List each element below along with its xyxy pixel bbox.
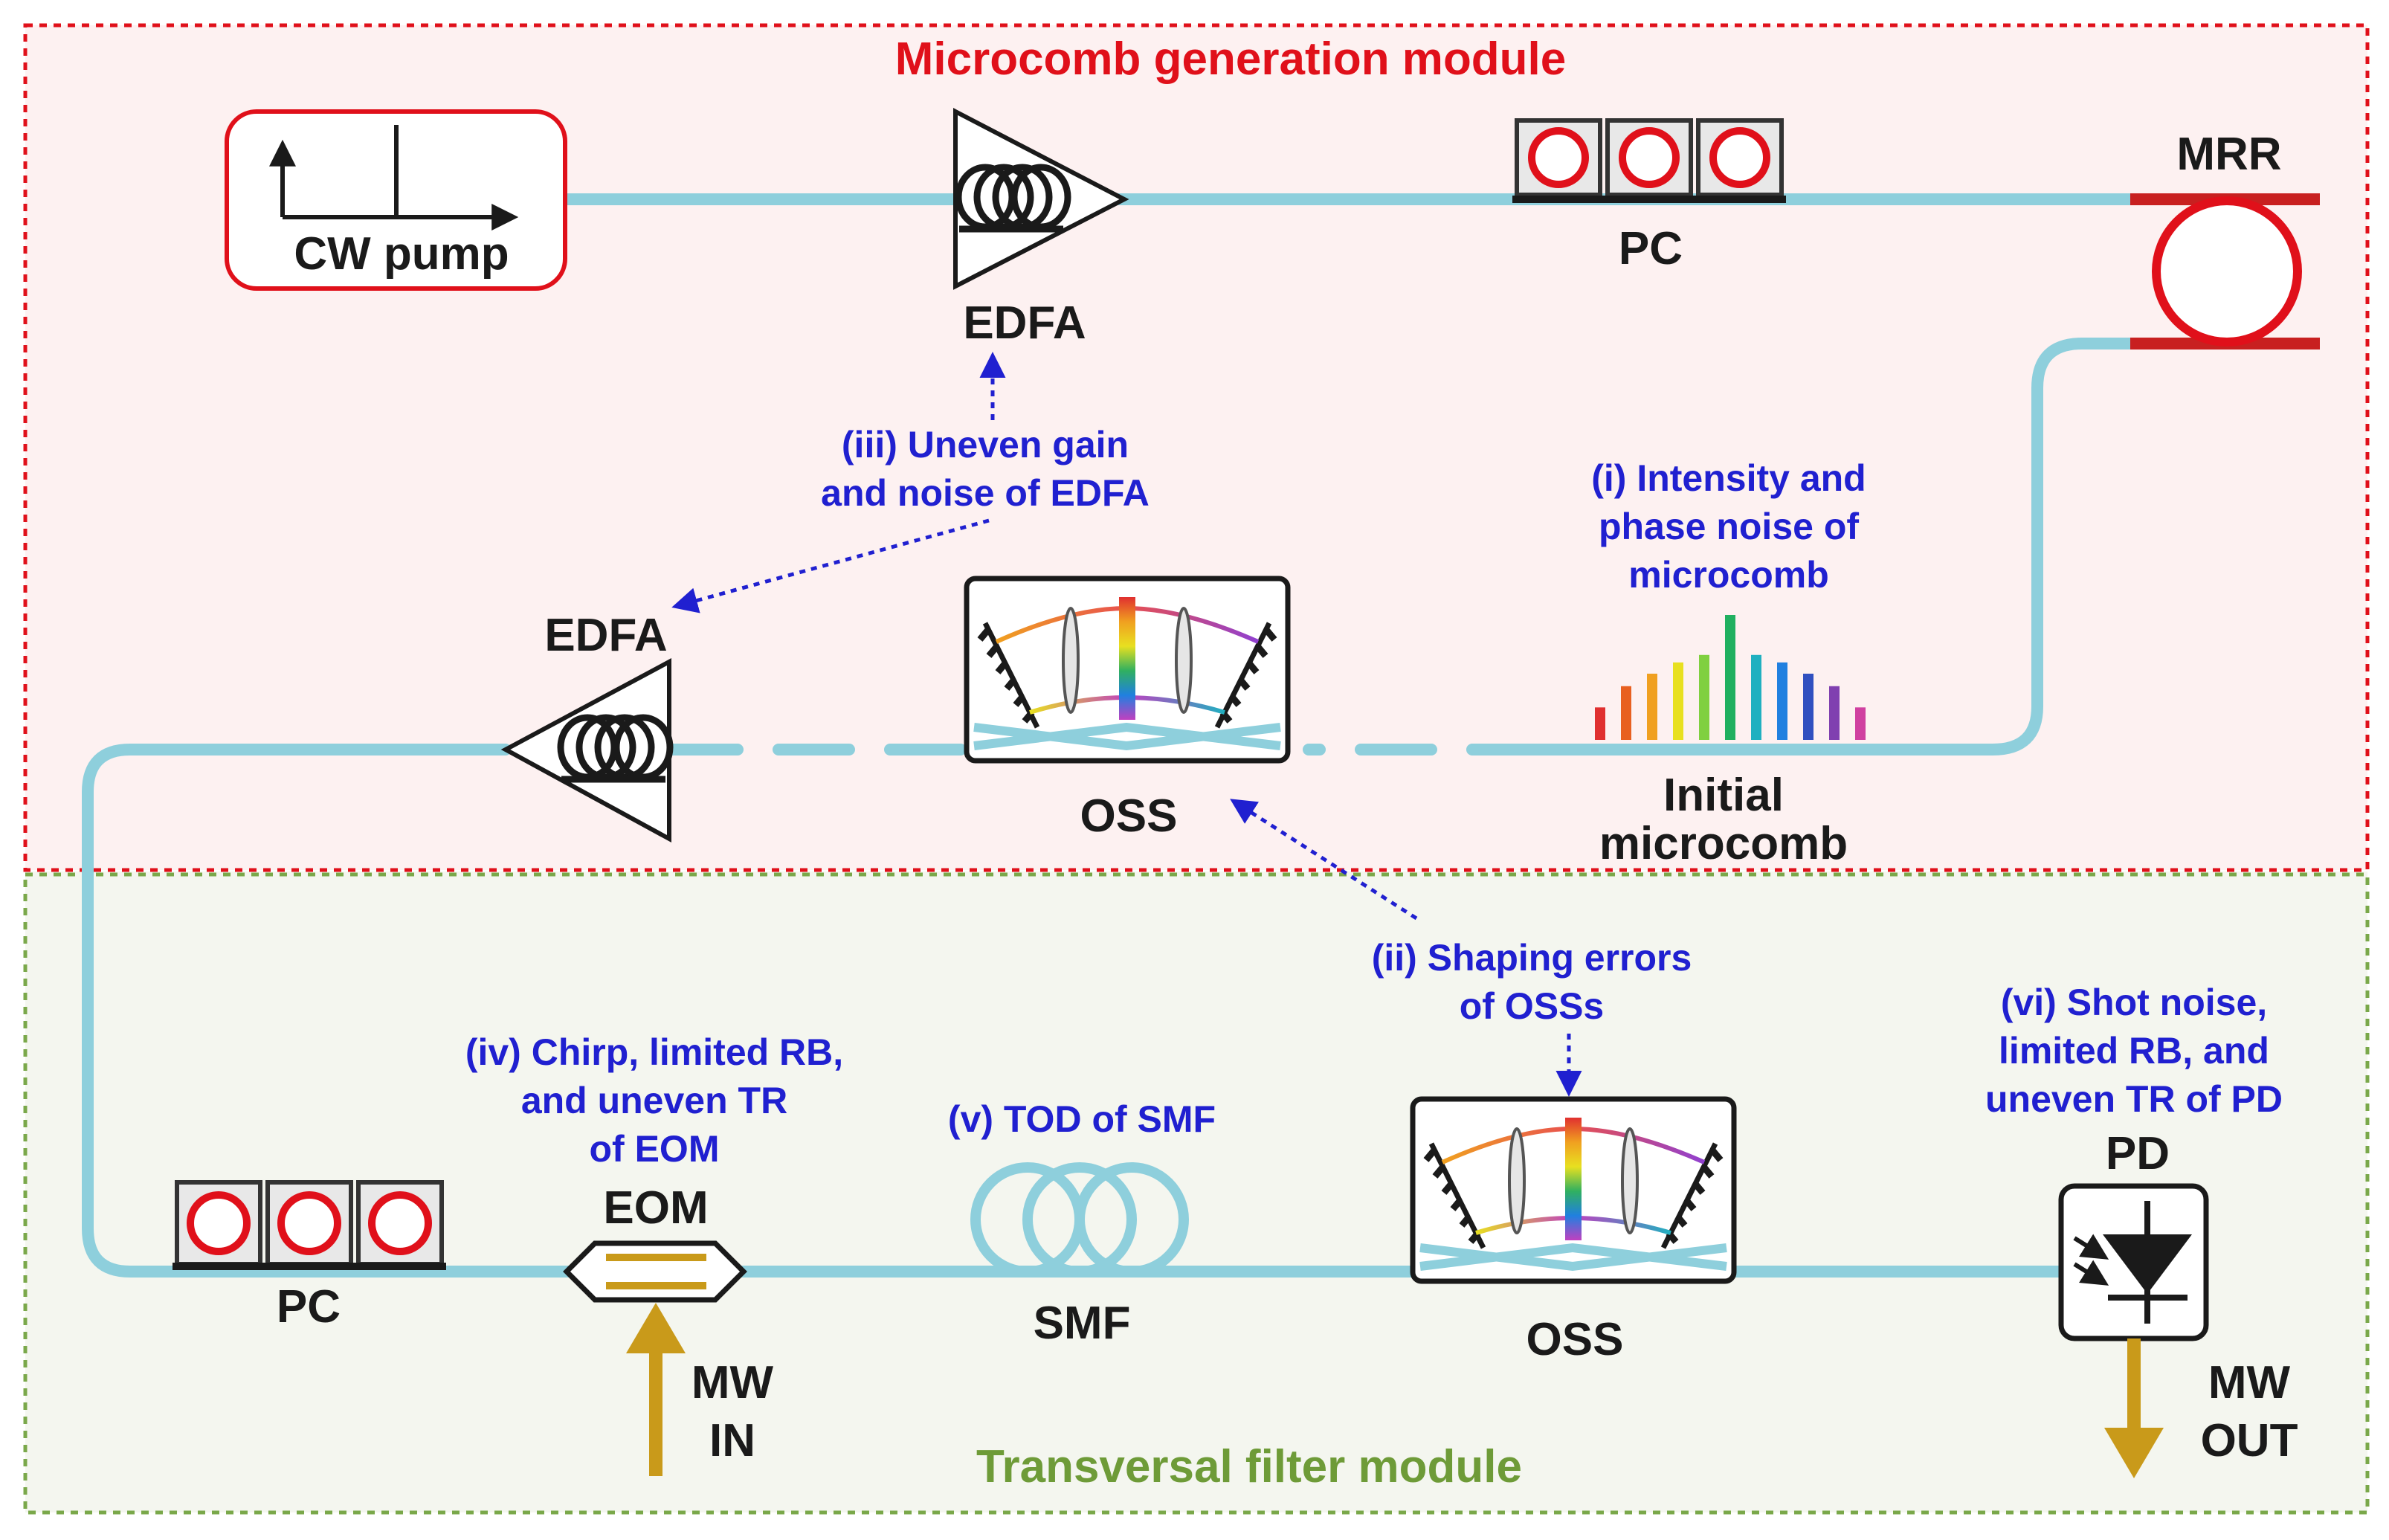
smf-coil-icon: [970, 1162, 1189, 1277]
mrr-ring-icon: [2152, 196, 2302, 347]
mrr-label: MRR: [2176, 129, 2281, 180]
annotation-iv-line2: and uneven TR: [521, 1080, 787, 1121]
annotation-vi-line1: (vi) Shot noise,: [2001, 982, 2267, 1023]
pc-top-label: PC: [1619, 223, 1683, 274]
oss-top-label: OSS: [1080, 790, 1178, 842]
edfa-top-coil-icon: [955, 164, 1071, 233]
fiber-loop-bottom: [82, 744, 2072, 1278]
microcomb-module-title: Microcomb generation module: [895, 33, 1567, 85]
comb-line: [1855, 707, 1866, 740]
smf-label: SMF: [1034, 1298, 1131, 1349]
pd-label: PD: [2106, 1128, 2170, 1179]
eom: EOM MW IN: [563, 1182, 774, 1476]
fiber-mrr-drop: [1537, 338, 2140, 755]
annotation-vi: (vi) Shot noise, limited RB, and uneven …: [1985, 982, 2283, 1120]
oss-top: [964, 576, 1291, 764]
annotation-vi-line2: limited RB, and: [1999, 1030, 2269, 1072]
oss-bottom: [1410, 1096, 1737, 1284]
annotation-iii: (iii) Uneven gain and noise of EDFA: [671, 352, 1150, 613]
annotation-iii-line2: and noise of EDFA: [821, 472, 1150, 514]
edfa-mid-coil-icon: [557, 714, 674, 783]
cw-pump: CW pump: [225, 109, 567, 291]
initial-microcomb-label-1: Initial: [1663, 770, 1784, 821]
comb-line: [1673, 662, 1683, 740]
annotation-ii-line1: (ii) Shaping errors: [1372, 937, 1692, 979]
eom-modulator-icon: [563, 1240, 747, 1303]
annotation-iii-line1: (iii) Uneven gain: [842, 424, 1129, 465]
pc-bottom-paddles-icon: [173, 1180, 446, 1270]
comb-line: [1751, 654, 1761, 740]
annotation-i-line3: microcomb: [1628, 554, 1829, 596]
annotation-iv: (iv) Chirp, limited RB, and uneven TR of…: [465, 1031, 843, 1170]
comb-line: [1647, 673, 1657, 740]
photodiode-icon: [2073, 1201, 2192, 1324]
edfa-mid-label: EDFA: [544, 610, 667, 661]
annotation-ii: (ii) Shaping errors of OSSs: [1230, 799, 1692, 1097]
comb-line: [1595, 707, 1605, 740]
comb-line: [1725, 615, 1735, 740]
oss-top-optics-icon: [973, 597, 1281, 751]
annotation-vi-line3: uneven TR of PD: [1985, 1078, 2283, 1120]
annotation-iv-line3: of EOM: [590, 1128, 720, 1170]
pc-bottom: PC: [173, 1180, 446, 1333]
mw-in-label-1: MW: [691, 1357, 774, 1408]
annotation-iv-line1: (iv) Chirp, limited RB,: [465, 1031, 843, 1073]
mw-in-label-2: IN: [709, 1415, 755, 1466]
mw-in-arrow-icon: [626, 1303, 686, 1353]
pd: PD MW OUT: [2058, 1128, 2298, 1478]
mrr: MRR: [2130, 129, 2320, 349]
cw-pump-label: CW pump: [294, 228, 509, 280]
eom-label: EOM: [603, 1182, 708, 1234]
edfa-top: EDFA: [953, 108, 1129, 349]
filter-module-title: Transversal filter module: [976, 1441, 1522, 1492]
eom-electrode-top: [606, 1254, 706, 1261]
annotation-i-line1: (i) Intensity and: [1591, 457, 1866, 499]
oss-bottom-label: OSS: [1526, 1314, 1624, 1365]
initial-microcomb: Initial microcomb: [1595, 615, 1866, 869]
microcomb-module-border: [23, 23, 2370, 872]
comb-line: [1803, 673, 1813, 740]
mw-out-arrow-icon: [2104, 1428, 2164, 1478]
smf: (v) TOD of SMF SMF: [948, 1098, 1216, 1349]
pc-bottom-label: PC: [277, 1281, 341, 1333]
pc-top-paddles-icon: [1512, 118, 1786, 203]
eom-electrode-bottom: [606, 1282, 706, 1289]
comb-line: [1699, 654, 1709, 740]
annotation-ii-arrow-up: [1230, 799, 1418, 921]
comb-lines: [1595, 615, 1866, 740]
filter-module-border: [23, 872, 2370, 1515]
annotation-v-line1: (v) TOD of SMF: [948, 1098, 1216, 1140]
comb-line: [1777, 662, 1787, 740]
comb-line: [1621, 686, 1631, 740]
initial-microcomb-label-2: microcomb: [1599, 818, 1848, 869]
pc-top: PC: [1512, 118, 1786, 274]
mw-out-label-2: OUT: [2201, 1415, 2298, 1466]
annotation-i: (i) Intensity and phase noise of microco…: [1591, 457, 1866, 596]
annotation-ii-line2: of OSSs: [1460, 985, 1604, 1027]
edfa-mid: EDFA: [500, 610, 674, 843]
annotation-i-line2: phase noise of: [1599, 506, 1859, 547]
mw-out-label-1: MW: [2208, 1357, 2291, 1408]
edfa-top-label: EDFA: [963, 297, 1086, 349]
comb-line: [1829, 686, 1840, 740]
oss-bottom-optics-icon: [1419, 1118, 1727, 1272]
